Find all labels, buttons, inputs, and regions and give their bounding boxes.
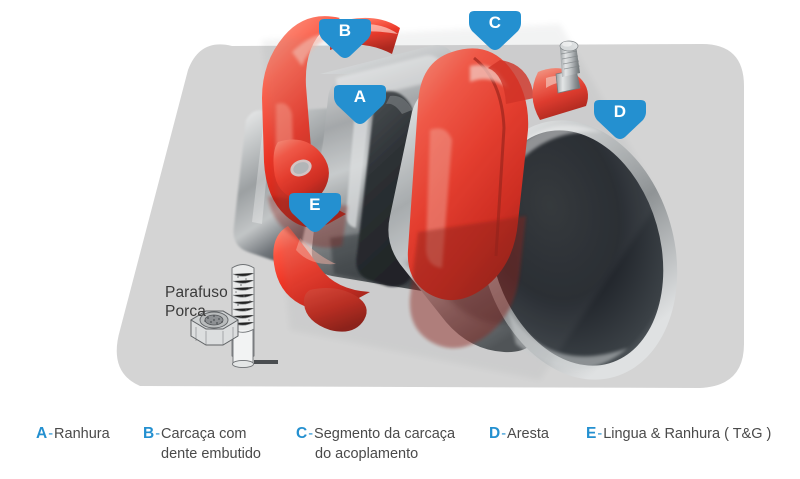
- legend-key-a: A: [36, 425, 48, 442]
- inset-parafuso-porca-label: Parafuso Porca: [165, 284, 228, 320]
- legend-item-d: D-Aresta: [489, 424, 549, 445]
- callout-marker-d[interactable]: D: [594, 98, 646, 140]
- legend-text-b-line2: dente embutido: [161, 445, 261, 462]
- triangle-icon: [289, 193, 341, 232]
- legend-item-a: A-Ranhura: [36, 424, 110, 445]
- callout-marker-c[interactable]: C: [469, 9, 521, 51]
- legend-dash-b: -: [155, 426, 161, 442]
- triangle-icon: [334, 85, 386, 124]
- legend: A-Ranhura B-Carcaça com dente embutido C…: [0, 424, 800, 479]
- legend-dash-c: -: [308, 426, 314, 442]
- triangle-icon: [469, 11, 521, 50]
- legend-item-c: C-Segmento da carcaça do acoplamento: [296, 424, 455, 464]
- legend-text-b: Carcaça com: [161, 426, 247, 442]
- legend-dash-a: -: [48, 426, 54, 442]
- legend-item-b: B-Carcaça com dente embutido: [143, 424, 261, 464]
- inset-bolt-nut-drawing: [190, 264, 278, 369]
- coupling-figure: Parafuso Porca A B C D: [116, 9, 744, 388]
- legend-key-c: C: [296, 425, 308, 442]
- legend-item-e: E-Lingua & Ranhura ( T&G ): [586, 424, 771, 445]
- legend-text-d: Aresta: [507, 426, 549, 442]
- legend-text-a: Ranhura: [54, 426, 110, 442]
- triangle-icon: [319, 19, 371, 58]
- legend-text-c: Segmento da carcaça: [314, 426, 456, 442]
- callout-marker-a[interactable]: A: [334, 83, 386, 125]
- coupling-illustration: [116, 16, 744, 388]
- triangle-icon: [594, 100, 646, 139]
- callout-marker-b[interactable]: B: [319, 17, 371, 59]
- legend-text-c-line2: do acoplamento: [315, 445, 419, 462]
- callout-marker-e[interactable]: E: [289, 191, 341, 233]
- legend-dash-d: -: [501, 426, 507, 442]
- legend-key-e: E: [586, 425, 597, 442]
- legend-dash-e: -: [597, 426, 603, 442]
- legend-text-e: Lingua & Ranhura ( T&G ): [603, 426, 772, 442]
- legend-key-d: D: [489, 425, 501, 442]
- legend-key-b: B: [143, 425, 155, 442]
